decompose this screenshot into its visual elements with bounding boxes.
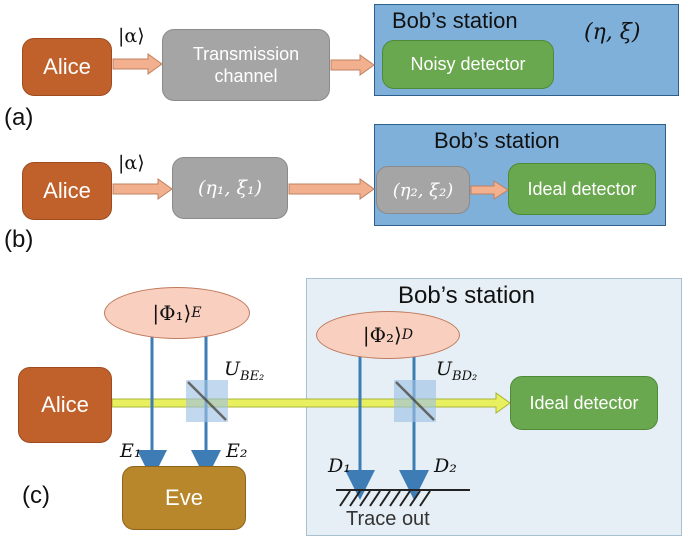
phi2-sub: D — [401, 327, 414, 343]
arrow-channel-station-a — [330, 54, 375, 76]
ideal-detector-box-c: Ideal detector — [510, 376, 658, 430]
trace-out-ground — [336, 489, 470, 507]
alice-box-c: Alice — [18, 367, 112, 443]
channel-params-box: (η₁, ξ₁) — [172, 157, 288, 219]
eve-box: Eve — [122, 466, 246, 530]
panel-a-tag: (a) — [4, 104, 34, 131]
transmission-channel-box: Transmission channel — [162, 29, 330, 101]
d1-label: D₁ — [328, 455, 351, 477]
bob-station-c-title: Bob’s station — [398, 282, 535, 309]
d2-label: D₂ — [434, 455, 457, 477]
station-params-a: (η, ξ) — [584, 20, 641, 45]
panel-c-tag: (c) — [22, 482, 50, 509]
bob-station-b-title: Bob’s station — [434, 128, 560, 153]
e1-label: E₁ — [120, 440, 142, 462]
alice-box-a: Alice — [22, 38, 112, 96]
arrow-params-detector-b — [470, 180, 509, 200]
beamsplitter-ube — [186, 380, 228, 422]
arrow-channel-station-b — [288, 178, 375, 200]
arrow-alice-channel-b — [112, 178, 173, 200]
phi1-label: |Φ₁⟩ — [152, 301, 192, 325]
ideal-detector-box-b: Ideal detector — [508, 163, 656, 215]
beamsplitter-ubd — [394, 380, 436, 422]
panel-b-tag: (b) — [4, 226, 34, 253]
station-params-box: (η₂, ξ₂) — [376, 166, 470, 214]
phi1-sub: E — [191, 305, 202, 321]
state-label-a: |α⟩ — [118, 25, 145, 47]
alice-box-b: Alice — [22, 162, 112, 220]
phi1-ellipse: |Φ₁⟩E — [104, 287, 250, 339]
arrow-alice-channel-a — [112, 53, 163, 75]
yellow-beam — [111, 392, 511, 414]
ube-label: UBE₂ — [224, 358, 265, 384]
state-label-b: |α⟩ — [118, 152, 145, 174]
e2-label: E₂ — [226, 440, 248, 462]
noisy-detector-box: Noisy detector — [382, 40, 554, 89]
ubd-label: UBD₂ — [436, 358, 478, 384]
bob-station-a-title: Bob’s station — [392, 8, 518, 33]
trace-out-label: Trace out — [346, 508, 430, 530]
phi2-ellipse: |Φ₂⟩D — [316, 311, 460, 359]
phi2-label: |Φ₂⟩ — [362, 323, 402, 347]
